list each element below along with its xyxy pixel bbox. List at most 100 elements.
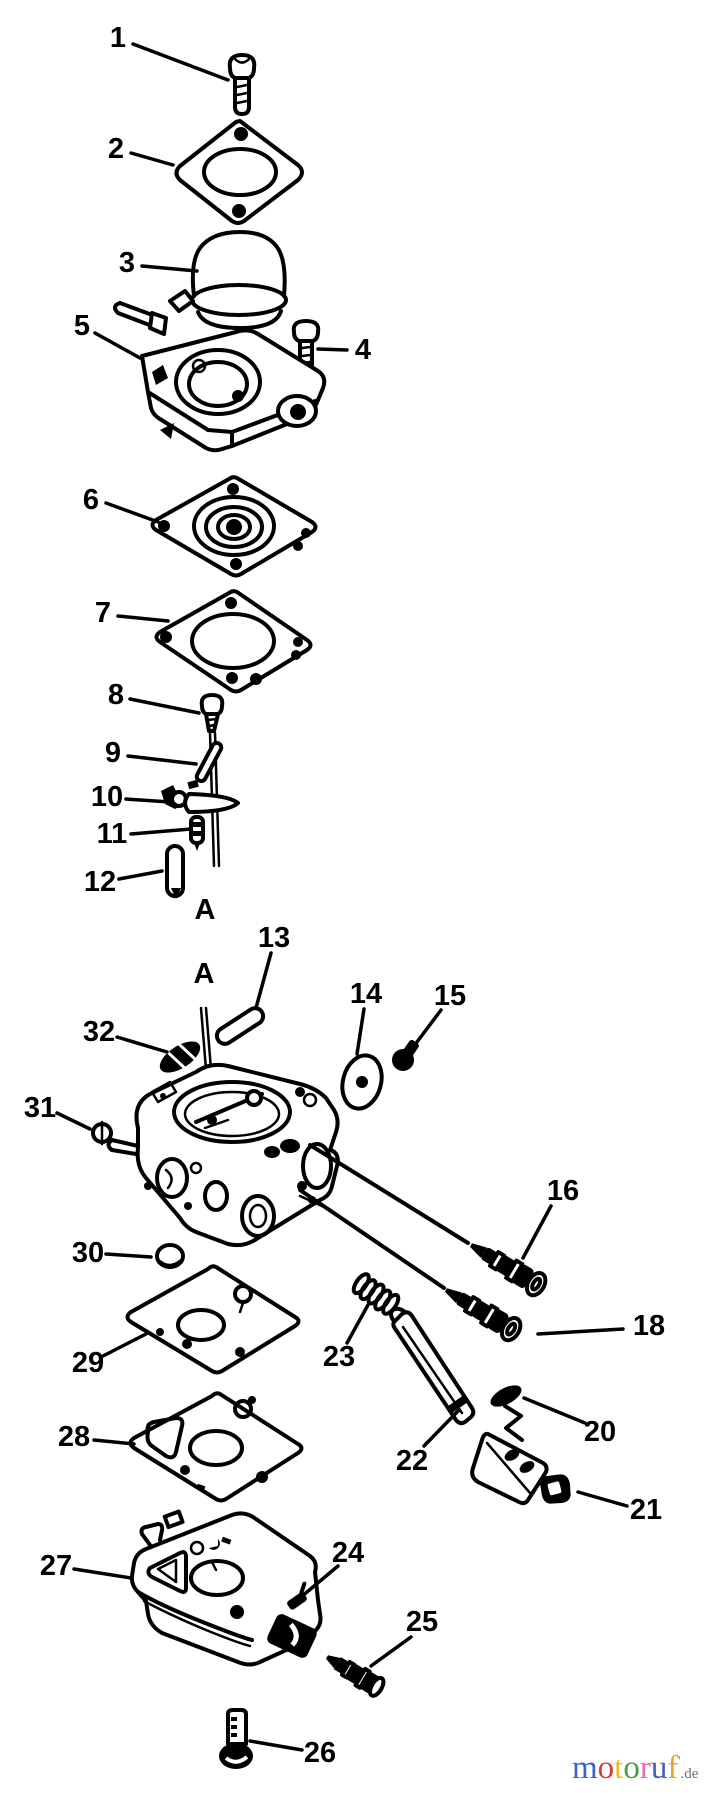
callout-12: 12 xyxy=(84,866,116,898)
callout-2: 2 xyxy=(108,133,124,165)
callout-14: 14 xyxy=(350,978,382,1010)
leader-line-14 xyxy=(355,1007,366,1056)
part-diaphragm-6 xyxy=(150,475,318,578)
callout-28: 28 xyxy=(58,1421,90,1453)
part-screw-1 xyxy=(227,53,257,116)
part-gasket-2 xyxy=(174,119,304,225)
callout-8: 8 xyxy=(108,679,124,711)
leader-line-26 xyxy=(248,1739,304,1752)
logo-letter: m xyxy=(572,1750,598,1786)
leader-line-28 xyxy=(92,1438,136,1446)
leader-line-25 xyxy=(369,1635,413,1668)
leader-line-24 xyxy=(299,1564,340,1599)
part-inlet-needle-11 xyxy=(189,815,205,851)
logo-mark: ' xyxy=(678,1753,681,1767)
callout-31: 31 xyxy=(24,1092,56,1124)
callout-22: 22 xyxy=(396,1445,428,1477)
logo-letter: o xyxy=(597,1750,615,1786)
leader-line-21 xyxy=(576,1490,629,1508)
leader-line-3 xyxy=(140,264,199,273)
leader-line-11 xyxy=(129,827,193,836)
logo-suffix: .de xyxy=(680,1766,699,1782)
callout-24: 24 xyxy=(332,1537,364,1569)
logo-letter: o xyxy=(623,1750,640,1786)
leader-line-10 xyxy=(124,797,172,804)
leader-line-23 xyxy=(345,1303,370,1345)
callout-10: 10 xyxy=(91,781,123,813)
leader-line-2 xyxy=(129,151,175,167)
callout-18: 18 xyxy=(633,1310,665,1342)
part-screw-4 xyxy=(291,319,321,373)
leader-line-5 xyxy=(93,331,142,360)
callout-6: 6 xyxy=(83,484,99,516)
leader-line-16 xyxy=(521,1204,553,1260)
section-marker-A-910: A xyxy=(195,894,216,926)
leader-line-20 xyxy=(522,1396,587,1425)
callout-5: 5 xyxy=(74,310,90,342)
callout-11: 11 xyxy=(97,818,128,850)
callout-4: 4 xyxy=(355,334,371,366)
leader-line-8 xyxy=(128,697,201,715)
callout-29: 29 xyxy=(72,1347,104,1379)
carburetor-body xyxy=(106,1006,340,1248)
part-gasket-7 xyxy=(154,589,313,694)
callout-1: 1 xyxy=(110,22,126,54)
part-screw-25 xyxy=(325,1655,386,1698)
callout-15: 15 xyxy=(434,980,466,1012)
part-cap-30 xyxy=(155,1243,185,1269)
leader-line-31 xyxy=(55,1111,92,1131)
logo-letter: r xyxy=(639,1750,651,1786)
logo-letter: t xyxy=(614,1750,624,1786)
callout-13: 13 xyxy=(258,922,290,954)
leader-line-6 xyxy=(104,501,160,524)
part-fitting-31 xyxy=(91,1120,113,1146)
callout-25: 25 xyxy=(406,1606,438,1638)
part-metering-lever-10 xyxy=(161,779,240,814)
leader-line-1 xyxy=(131,42,230,82)
callout-3: 3 xyxy=(119,247,135,279)
leader-line-29 xyxy=(101,1332,148,1358)
callout-16: 16 xyxy=(547,1175,579,1207)
callout-9: 9 xyxy=(105,737,121,769)
callout-7: 7 xyxy=(95,597,111,629)
logo-letter: f xyxy=(667,1750,679,1786)
logo-letter: u xyxy=(650,1750,668,1786)
leader-line-30 xyxy=(104,1252,153,1259)
part-throttle-shaft-22 xyxy=(389,1306,549,1506)
leader-line-13 xyxy=(254,951,273,1010)
leader-line-32 xyxy=(115,1035,169,1054)
leader-line-12 xyxy=(117,869,164,881)
callout-27: 27 xyxy=(40,1550,72,1582)
leader-line-9 xyxy=(126,754,198,766)
section-marker-A-974: A xyxy=(194,958,215,990)
part-diaphragm-29 xyxy=(125,1264,301,1375)
leader-line-27 xyxy=(72,1567,133,1580)
part-spring-32 xyxy=(159,1041,201,1073)
part-clip-20 xyxy=(490,1385,522,1407)
leader-line-15 xyxy=(412,1008,443,1048)
callout-20: 20 xyxy=(584,1416,616,1448)
callout-30: 30 xyxy=(72,1237,104,1269)
part-pin-9 xyxy=(194,740,224,784)
part-screw-8 xyxy=(199,693,225,733)
leader-line-22 xyxy=(422,1408,461,1448)
part-cover-27 xyxy=(129,1509,323,1667)
part-gasket-28 xyxy=(128,1391,304,1503)
callout-32: 32 xyxy=(83,1016,115,1048)
callout-21: 21 xyxy=(630,1494,662,1526)
leader-line-18 xyxy=(536,1327,625,1336)
assembly-lines xyxy=(298,1143,470,1290)
part-needle-valve-16 xyxy=(462,1232,552,1301)
part-plug-12 xyxy=(165,844,185,899)
motoruf-logo: motoruf'.de xyxy=(572,1752,698,1785)
part-screw-26 xyxy=(219,1708,253,1769)
part-grommet-21 xyxy=(539,1474,571,1504)
callout-26: 26 xyxy=(304,1737,336,1769)
part-pump-body-5 xyxy=(113,289,327,453)
leader-line-4 xyxy=(316,347,349,352)
part-needle-valve-18 xyxy=(437,1277,527,1346)
leader-line-7 xyxy=(116,614,170,623)
